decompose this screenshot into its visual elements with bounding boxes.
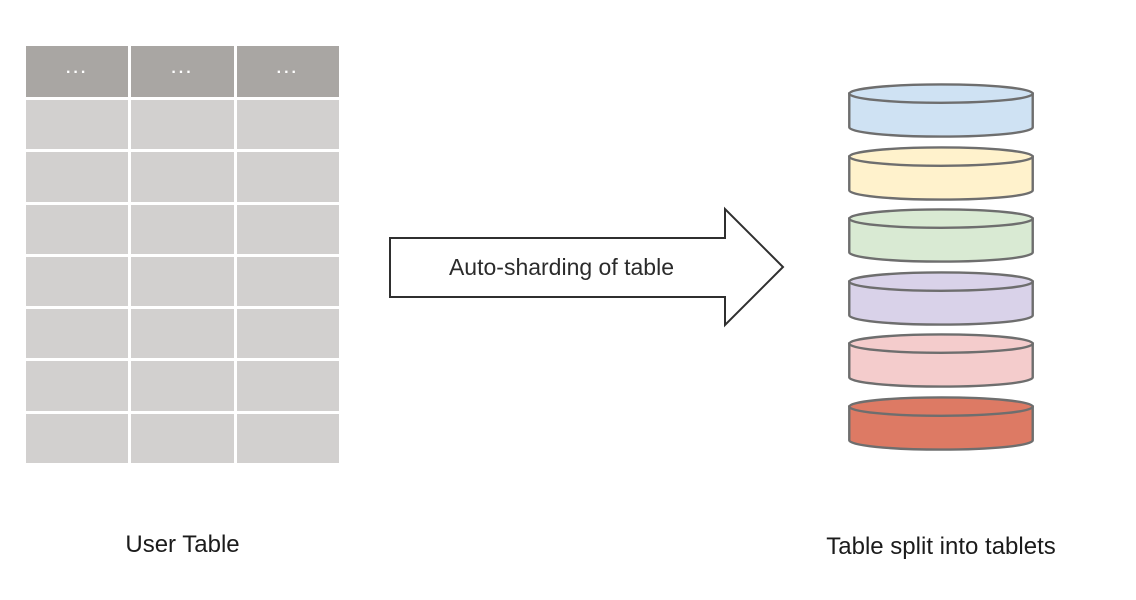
user-table-cell [131,256,234,307]
user-table-header-cell: ... [131,46,234,97]
sharding-arrow-shape [389,206,785,328]
tablets-label: Table split into tablets [826,533,1056,560]
tablet-6-cylinder [848,395,1034,451]
tablet-5-cylinder [848,333,1034,388]
user-table-cell [236,100,339,150]
user-table-cell [26,204,129,254]
tablet-4-cylinder [848,270,1034,326]
user-table-cell [236,152,339,202]
user-table-header-cell: ... [26,46,129,97]
user-table-cell [131,413,234,463]
user-table-cell [26,152,129,202]
user-table-header-cell: ... [236,46,339,97]
user-table-cell [26,361,129,411]
user-table: ......... [26,46,339,463]
user-table-cell [236,204,339,254]
user-table-cell [131,204,234,254]
user-table-cell [131,152,234,202]
user-table-cell [236,413,339,463]
user-table-cell [236,361,339,411]
tablet-1-cylinder [848,83,1034,138]
tablets-stack [845,83,1037,452]
sharding-arrow [389,206,785,328]
user-table-cell [26,413,129,463]
tablet-2-cylinder [848,145,1034,201]
user-table-cell [131,309,234,359]
user-table-cell [26,256,129,307]
user-table-label: User Table [125,531,240,558]
user-table-cell [26,309,129,359]
user-table-cell [26,100,129,150]
sharding-arrow-label: Auto-sharding of table [448,254,675,280]
tablet-3-cylinder [848,208,1034,263]
user-table-cell [131,100,234,150]
user-table-cell [236,256,339,307]
user-table-cell [131,361,234,411]
user-table-cell [236,309,339,359]
